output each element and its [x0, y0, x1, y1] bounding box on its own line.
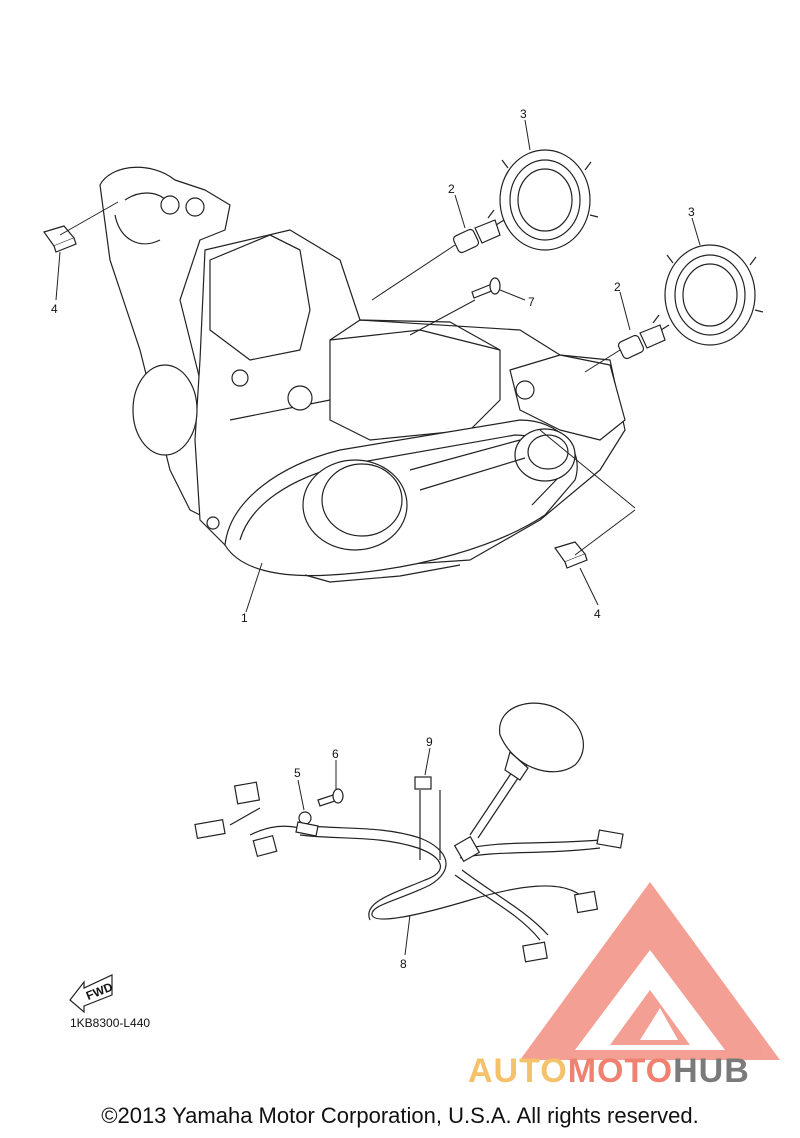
callout-1: 1: [241, 611, 248, 625]
bulb-upper: [452, 209, 505, 254]
callout-3b: 3: [688, 205, 695, 219]
clip-right: [554, 541, 588, 569]
callout-4b: 4: [594, 607, 601, 621]
headlight-assembly: [99, 166, 626, 583]
bulb-lower: [617, 314, 670, 360]
clip-left: [43, 225, 77, 253]
callout-7: 7: [528, 295, 535, 309]
callout-numbers: 1 2 2 3 3 4 4 5 6 7 8 9: [51, 107, 695, 971]
watermark-text: AUTOMOTOHUB: [468, 1052, 750, 1091]
watermark-hub: HUB: [673, 1052, 750, 1090]
screw-7: [471, 277, 501, 299]
callout-9: 9: [426, 735, 433, 749]
callout-8: 8: [400, 957, 407, 971]
reference-lines: [55, 119, 701, 613]
diagram-part-code: 1KB8300-L440: [70, 1016, 151, 1030]
callout-2a: 2: [448, 182, 455, 196]
callout-3a: 3: [520, 107, 527, 121]
callout-4a: 4: [51, 302, 58, 316]
screw-6: [317, 788, 344, 807]
bulb-cover-lower: [664, 244, 764, 346]
clamp-5: [295, 811, 319, 837]
callout-5: 5: [294, 766, 301, 780]
fwd-arrow-icon: FWD: [69, 974, 115, 1014]
watermark-auto: AUTO: [468, 1052, 568, 1090]
watermark-logo: [520, 882, 780, 1060]
copyright-notice: ©2013 Yamaha Motor Corporation, U.S.A. A…: [101, 1103, 699, 1128]
watermark-moto: MOTO: [567, 1052, 674, 1090]
harness-connectors: [194, 776, 624, 963]
callout-2b: 2: [614, 280, 621, 294]
bulb-cover-upper: [499, 149, 599, 251]
harness-boot: [499, 702, 584, 781]
callout-6: 6: [332, 747, 339, 761]
harness-leaders: [297, 747, 431, 956]
